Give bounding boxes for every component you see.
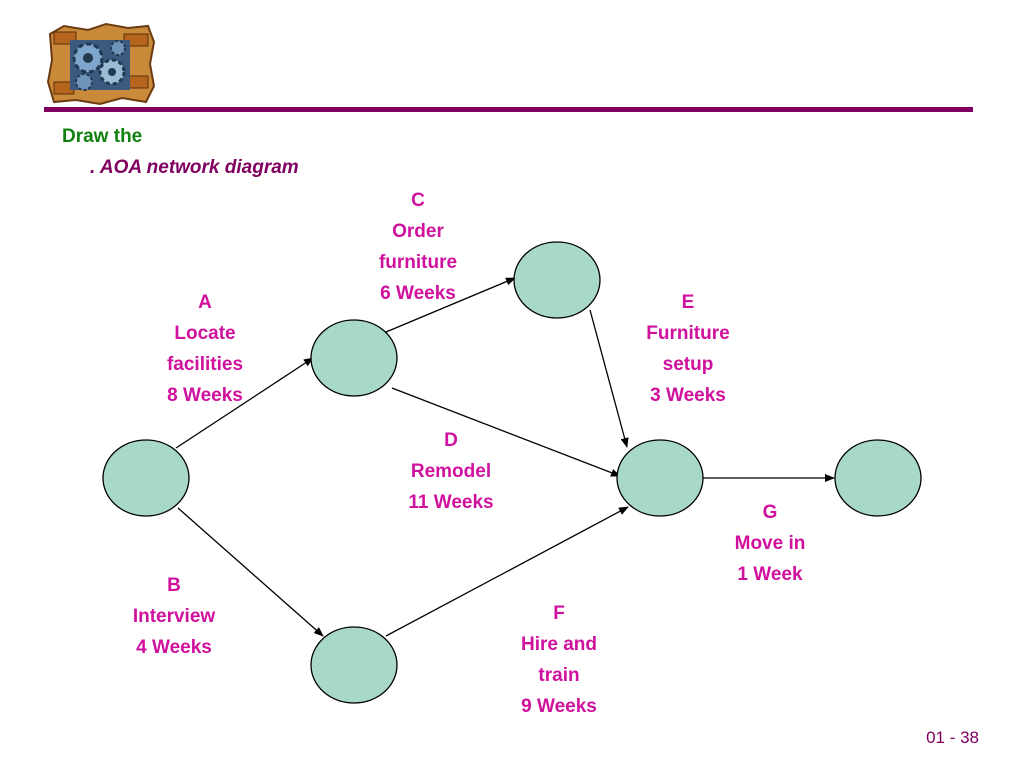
activity-duration: 3 Weeks bbox=[650, 385, 726, 406]
activity-name: Furniture bbox=[646, 323, 730, 344]
slide-heading: Draw the bbox=[62, 126, 143, 147]
activity-label-e: E Furniture setup 3 Weeks bbox=[628, 287, 748, 411]
arrow-f bbox=[385, 506, 629, 637]
activity-duration: 1 Week bbox=[737, 564, 803, 585]
activity-name: facilities bbox=[166, 354, 244, 375]
activity-duration: 8 Weeks bbox=[167, 385, 243, 406]
slide-number: 01 - 38 bbox=[926, 728, 979, 747]
activity-id: A bbox=[198, 292, 212, 313]
activity-name: furniture bbox=[378, 252, 458, 273]
node-2 bbox=[310, 319, 398, 397]
title-rule bbox=[44, 107, 973, 112]
arrow-c bbox=[385, 277, 516, 333]
arrow-e bbox=[589, 309, 629, 448]
activity-name: Move in bbox=[734, 533, 806, 554]
activity-duration: 11 Weeks bbox=[408, 492, 494, 513]
activity-label-c: C Order furniture 6 Weeks bbox=[358, 185, 478, 309]
slide-subheading: . AOA network diagram bbox=[90, 157, 299, 178]
activity-name: Interview bbox=[132, 606, 216, 627]
activity-name: Hire and bbox=[520, 634, 598, 655]
node-3 bbox=[513, 241, 601, 319]
node-4 bbox=[310, 626, 398, 704]
activity-id: D bbox=[444, 430, 458, 451]
activity-id: F bbox=[553, 603, 565, 624]
activity-id: E bbox=[681, 292, 695, 313]
activity-id: G bbox=[762, 502, 778, 523]
arrow-a bbox=[175, 357, 314, 449]
activity-label-g: G Move in 1 Week bbox=[710, 497, 830, 590]
activity-name: train bbox=[538, 665, 580, 686]
node-6 bbox=[834, 439, 922, 517]
activity-duration: 4 Weeks bbox=[136, 637, 212, 658]
arrow-d bbox=[391, 387, 621, 477]
activity-duration: 9 Weeks bbox=[521, 696, 597, 717]
activity-name: Order bbox=[392, 221, 444, 242]
activity-label-b: B Interview 4 Weeks bbox=[114, 570, 234, 663]
arrows bbox=[175, 277, 835, 637]
activity-id: B bbox=[167, 575, 181, 596]
activity-label-d: D Remodel 11 Weeks bbox=[391, 425, 511, 518]
activity-label-a: A Locate facilities 8 Weeks bbox=[145, 287, 265, 411]
node-1 bbox=[102, 439, 190, 517]
activity-name: Remodel bbox=[410, 461, 492, 482]
node-5 bbox=[616, 439, 704, 517]
activity-name: Locate bbox=[174, 323, 236, 344]
activity-name: setup bbox=[662, 354, 714, 375]
activity-id: C bbox=[411, 190, 425, 211]
activity-duration: 6 Weeks bbox=[380, 283, 456, 304]
activity-label-f: F Hire and train 9 Weeks bbox=[499, 598, 619, 722]
nodes bbox=[102, 241, 922, 704]
arrow-b bbox=[177, 507, 324, 637]
gears-logo bbox=[46, 22, 156, 106]
